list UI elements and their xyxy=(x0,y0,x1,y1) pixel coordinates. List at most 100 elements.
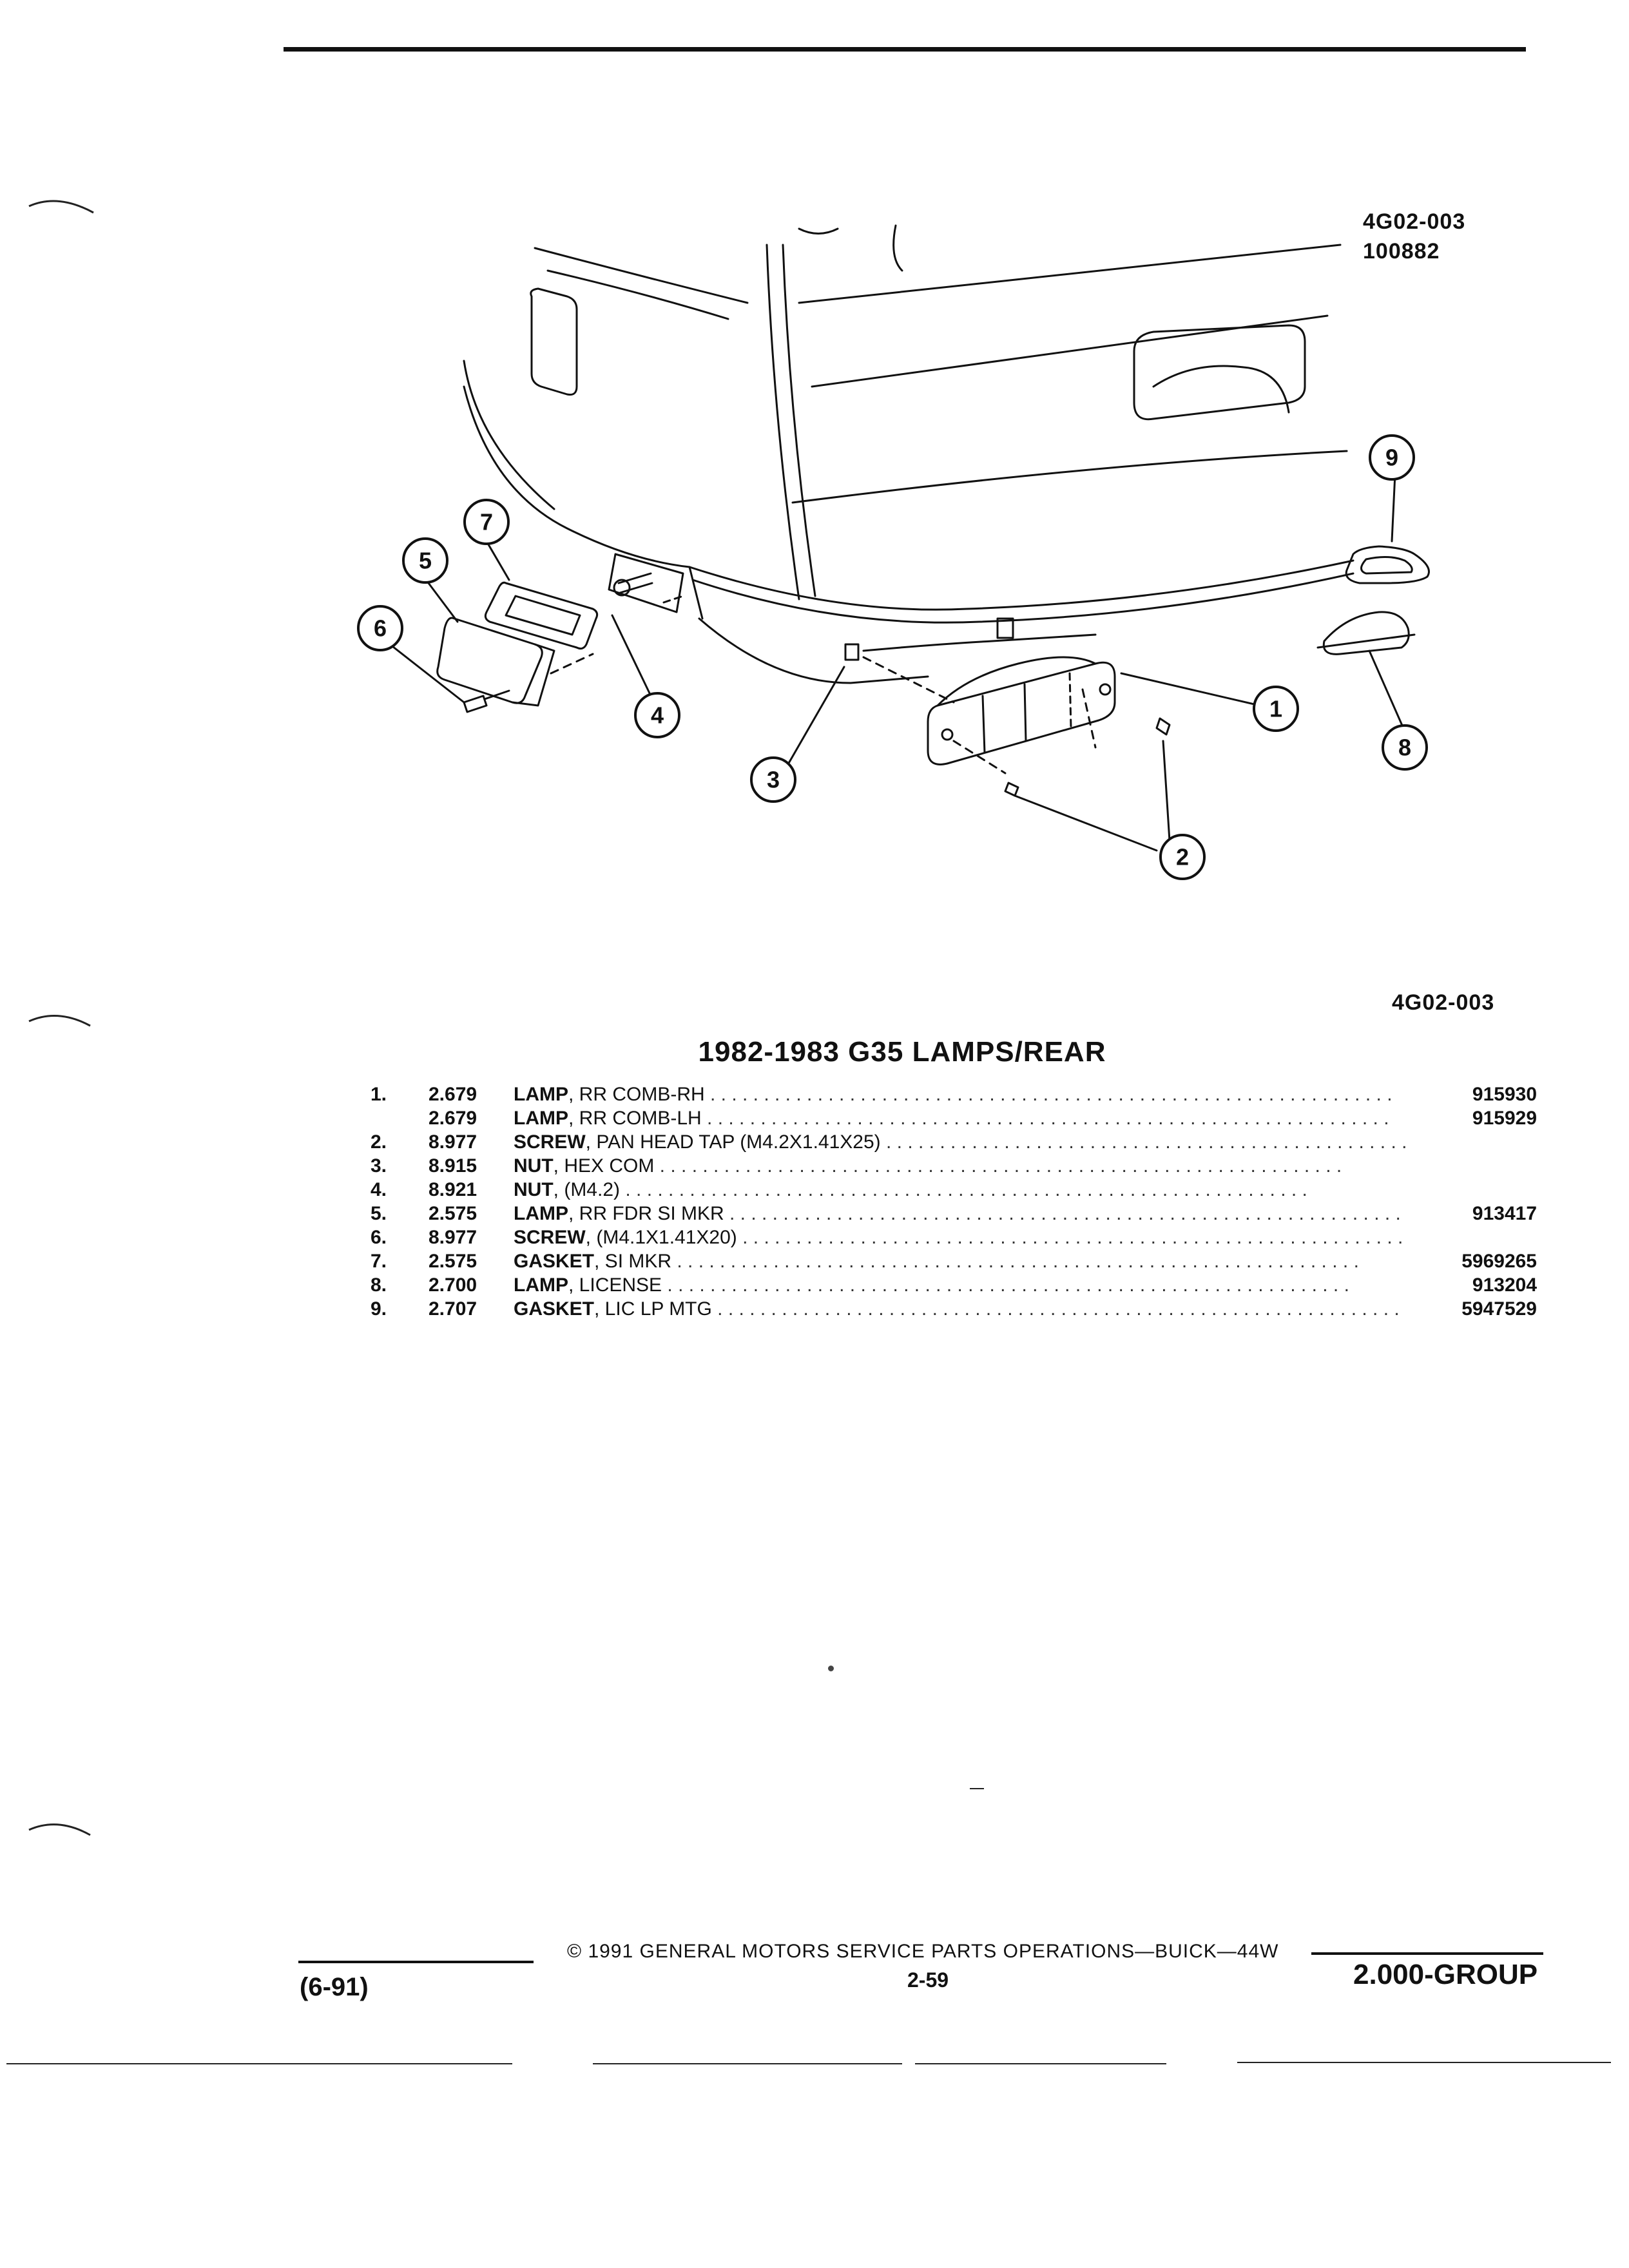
section-title: 1982-1983 G35 LAMPS/REAR xyxy=(698,1036,1106,1068)
item-number: 3. xyxy=(371,1155,387,1177)
side-marker-lamp-5-edge xyxy=(511,643,555,707)
leader-6 xyxy=(389,643,465,704)
footer-rule-left xyxy=(298,1961,534,1963)
callout-7: 7 xyxy=(480,509,493,535)
license-recess-inner xyxy=(1152,365,1290,414)
assembly-dash-2 xyxy=(662,595,684,604)
scan-speck xyxy=(828,1666,834,1671)
footer-date: (6-91) xyxy=(300,1973,369,2001)
bumper-end-left xyxy=(688,566,704,620)
part-name: LAMP xyxy=(514,1203,568,1224)
side-marker-lamp-5 xyxy=(436,617,543,704)
parts-row: 6. 8.977 SCREW, (M4.1X1.41X20) . . . . .… xyxy=(371,1225,1537,1249)
leader-2a xyxy=(1162,740,1171,842)
part-number: 5969265 xyxy=(1461,1251,1537,1272)
leader-dots: . . . . . . . . . . . . . . . . . . . . … xyxy=(662,1274,1349,1296)
group-code: 2.679 xyxy=(429,1108,477,1129)
leader-dots: . . . . . . . . . . . . . . . . . . . . … xyxy=(704,1084,1393,1105)
license-lamp-8-flange xyxy=(1316,633,1416,649)
parts-row: 5. 2.575 LAMP, RR FDR SI MKR . . . . . .… xyxy=(371,1202,1537,1225)
figure-code-bottom: 4G02-003 xyxy=(1392,990,1495,1015)
item-number: 5. xyxy=(371,1203,387,1224)
part-detail: , HEX COM xyxy=(553,1155,655,1177)
assembly-dash-4 xyxy=(952,740,1007,774)
part-description: SCREW, (M4.1X1.41X20) . . . . . . . . . … xyxy=(514,1225,1408,1249)
callout-8: 8 xyxy=(1398,735,1411,761)
group-code: 2.575 xyxy=(429,1203,477,1224)
part-number: 915930 xyxy=(1472,1084,1537,1105)
comb-lamp-hole-left xyxy=(941,728,954,741)
body-rear-panel-mid xyxy=(811,314,1329,388)
footer-page-number: 2-59 xyxy=(907,1968,949,1992)
callout-3: 3 xyxy=(767,767,780,793)
bumper-top xyxy=(688,559,1354,611)
group-code: 2.707 xyxy=(429,1298,477,1320)
license-gasket-9-inner xyxy=(1360,556,1413,575)
body-rear-panel-top xyxy=(798,244,1342,304)
body-fender-curve-2 xyxy=(463,360,555,510)
nut-4-shape xyxy=(613,579,631,597)
license-lamp-8 xyxy=(1322,611,1410,655)
part-name: SCREW xyxy=(514,1227,586,1248)
part-number: 913417 xyxy=(1472,1203,1537,1224)
leader-4 xyxy=(611,614,652,697)
comb-lamp-1-divider-b xyxy=(1023,683,1027,742)
part-name: NUT xyxy=(514,1179,554,1200)
part-detail: , LIC LP MTG xyxy=(594,1298,712,1320)
group-code: 8.915 xyxy=(429,1155,477,1177)
comb-lamp-1-top xyxy=(936,656,1097,707)
margin-marks xyxy=(28,200,94,1836)
leader-2b xyxy=(1014,794,1158,852)
body-roof-line-2 xyxy=(546,269,729,320)
leader-3 xyxy=(782,666,845,774)
bracket-shape xyxy=(996,617,1014,639)
bumper-lamp-opening xyxy=(862,633,1097,652)
leader-9 xyxy=(1391,472,1396,543)
parts-row: 2. 8.977 SCREW, PAN HEAD TAP (M4.2X1.41X… xyxy=(371,1130,1537,1154)
gasket-7-inner xyxy=(505,595,581,636)
group-code: 8.977 xyxy=(429,1131,477,1153)
part-name: LAMP xyxy=(514,1108,568,1129)
license-gasket-9 xyxy=(1345,545,1430,584)
item-number: 8. xyxy=(371,1274,387,1296)
footer-group: 2.000-GROUP xyxy=(1353,1959,1538,1990)
part-description: NUT, HEX COM . . . . . . . . . . . . . .… xyxy=(514,1154,1408,1178)
group-code: 2.575 xyxy=(429,1251,477,1272)
top-rule xyxy=(284,47,1526,52)
part-description: LAMP, RR COMB-LH . . . . . . . . . . . .… xyxy=(514,1106,1408,1130)
assembly-dash-5 xyxy=(1081,688,1097,749)
body-pillar-right xyxy=(782,244,816,597)
part-description: GASKET, SI MKR . . . . . . . . . . . . .… xyxy=(514,1249,1408,1273)
footer-rule-right xyxy=(1311,1952,1543,1955)
part-detail: , PAN HEAD TAP (M4.2X1.41X25) xyxy=(585,1131,881,1153)
part-name: NUT xyxy=(514,1155,554,1177)
callout-2: 2 xyxy=(1176,844,1189,870)
leader-dots: . . . . . . . . . . . . . . . . . . . . … xyxy=(724,1203,1408,1224)
item-number: 1. xyxy=(371,1084,387,1105)
leader-8 xyxy=(1368,649,1406,733)
group-code: 2.679 xyxy=(429,1084,477,1105)
group-code: 2.700 xyxy=(429,1274,477,1296)
bumper-bottom xyxy=(698,617,929,684)
part-detail: , RR COMB-LH xyxy=(568,1108,702,1129)
part-number: 5947529 xyxy=(1461,1298,1537,1320)
screw-6 xyxy=(463,689,510,713)
comb-lamp-1-divider-a xyxy=(981,695,986,754)
screw-2a xyxy=(1155,717,1171,736)
callout-1: 1 xyxy=(1269,696,1282,722)
part-description: LAMP, RR FDR SI MKR . . . . . . . . . . … xyxy=(514,1202,1408,1225)
leader-dots: . . . . . . . . . . . . . . . . . . . . … xyxy=(654,1155,1342,1177)
footer-copyright: © 1991 GENERAL MOTORS SERVICE PARTS OPER… xyxy=(567,1941,1279,1962)
leader-dots: . . . . . . . . . . . . . . . . . . . . … xyxy=(737,1227,1408,1248)
scan-edge-line xyxy=(1237,2062,1611,2063)
item-number: 9. xyxy=(371,1298,387,1320)
parts-row: 8. 2.700 LAMP, LICENSE . . . . . . . . .… xyxy=(371,1273,1537,1297)
part-description: LAMP, LICENSE . . . . . . . . . . . . . … xyxy=(514,1273,1408,1297)
parts-row: 1. 2.679 LAMP, RR COMB-RH . . . . . . . … xyxy=(371,1082,1537,1106)
parts-row: 2.679 LAMP, RR COMB-LH . . . . . . . . .… xyxy=(371,1106,1537,1130)
leader-7 xyxy=(485,540,510,581)
nut-3-shape xyxy=(844,643,860,661)
comb-lamp-1 xyxy=(927,661,1116,765)
group-code: 8.977 xyxy=(429,1227,477,1248)
part-name: GASKET xyxy=(514,1298,595,1320)
